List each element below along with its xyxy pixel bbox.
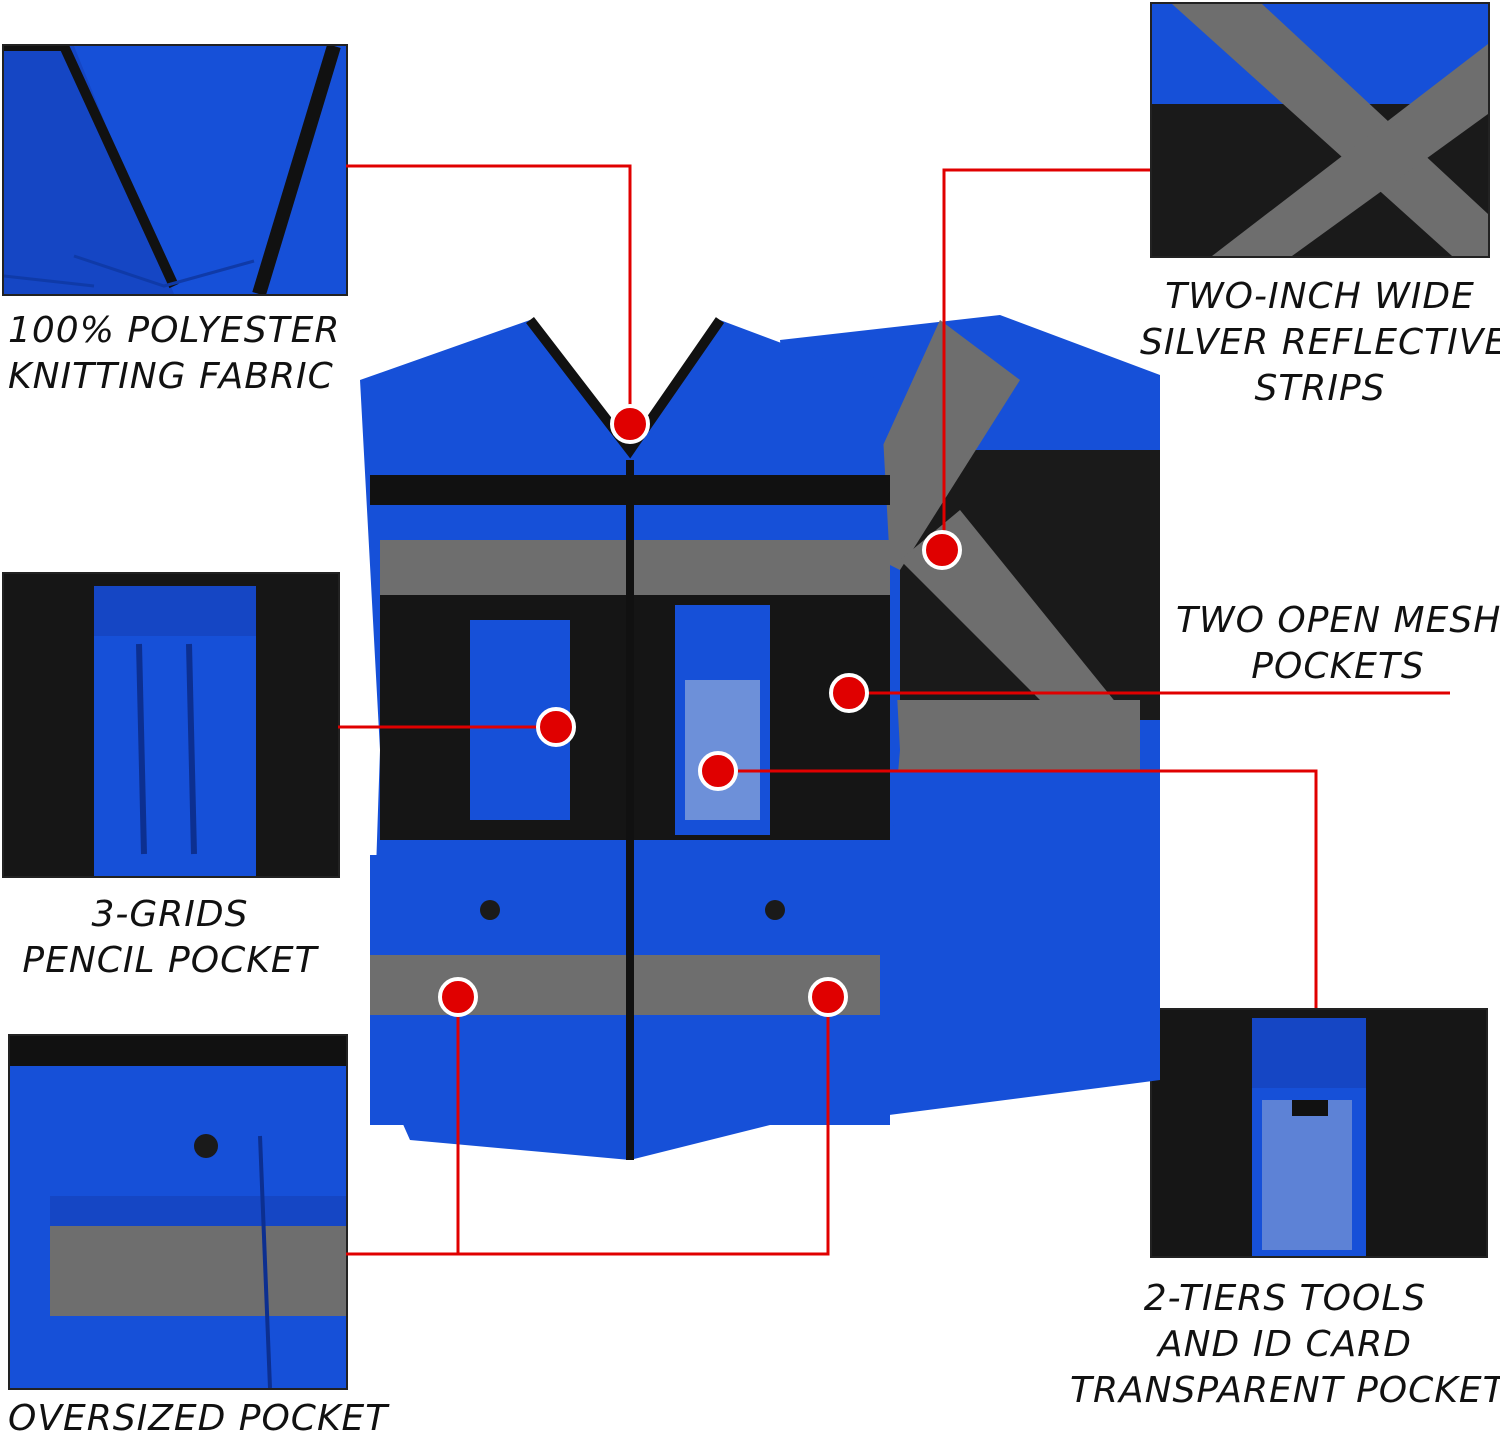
pencil-pocket-illustration — [4, 574, 338, 876]
marker-dot-pocket-right — [808, 977, 848, 1017]
callout-line-oversized — [456, 997, 830, 1256]
caption-oversized: OVERSIZED POCKET — [8, 1396, 388, 1442]
marker-dot-mesh — [829, 673, 869, 713]
caption-reflective: TWO-INCH WIDE SILVER REFLECTIVE STRIPS — [1140, 274, 1500, 412]
caption-mesh: TWO OPEN MESH POCKETS — [1176, 598, 1500, 690]
caption-fabric: 100% POLYESTER KNITTING FABRIC — [8, 308, 340, 400]
caption-idcard-line-3: TRANSPARENT POCKET — [1070, 1370, 1500, 1411]
caption-mesh-line-2: POCKETS — [1251, 646, 1425, 687]
oversized-pocket-illustration — [10, 1036, 346, 1388]
caption-pencil-line-2: PENCIL POCKET — [22, 940, 318, 981]
callout-line-idcard — [718, 769, 1318, 1008]
inset-fabric-closeup — [2, 44, 348, 296]
caption-idcard: 2-TIERS TOOLS AND ID CARD TRANSPARENT PO… — [1070, 1276, 1500, 1414]
inset-oversized-pocket-closeup — [8, 1034, 348, 1390]
callout-line-fabric — [346, 164, 632, 424]
inset-reflective-closeup — [1150, 2, 1490, 258]
caption-pencil-line-1: 3-GRIDS — [91, 894, 249, 935]
vest-illustration — [360, 315, 1160, 1160]
marker-dot-pocket-left — [438, 977, 478, 1017]
caption-reflective-line-3: STRIPS — [1254, 368, 1386, 409]
inset-idcard-pocket-closeup — [1150, 1008, 1488, 1258]
marker-dot-idcard — [698, 751, 738, 791]
caption-reflective-line-1: TWO-INCH WIDE — [1165, 276, 1475, 317]
caption-idcard-line-1: 2-TIERS TOOLS — [1143, 1278, 1427, 1319]
inset-pencil-pocket-closeup — [2, 572, 340, 878]
marker-dot-fabric — [610, 404, 650, 444]
idcard-pocket-illustration — [1152, 1010, 1486, 1256]
caption-pencil: 3-GRIDS PENCIL POCKET — [20, 892, 320, 984]
caption-fabric-line-1: 100% POLYESTER — [8, 310, 341, 351]
caption-oversized-line-1: OVERSIZED POCKET — [8, 1398, 389, 1439]
reflective-closeup-illustration — [1152, 4, 1488, 256]
marker-dot-reflective — [922, 530, 962, 570]
caption-reflective-line-2: SILVER REFLECTIVE — [1140, 322, 1500, 363]
callout-line-reflective — [942, 168, 1150, 550]
caption-fabric-line-2: KNITTING FABRIC — [8, 356, 334, 397]
caption-mesh-line-1: TWO OPEN MESH — [1176, 600, 1500, 641]
fabric-closeup-illustration — [4, 46, 346, 294]
caption-idcard-line-2: AND ID CARD — [1158, 1324, 1412, 1365]
marker-dot-pencil — [536, 707, 576, 747]
